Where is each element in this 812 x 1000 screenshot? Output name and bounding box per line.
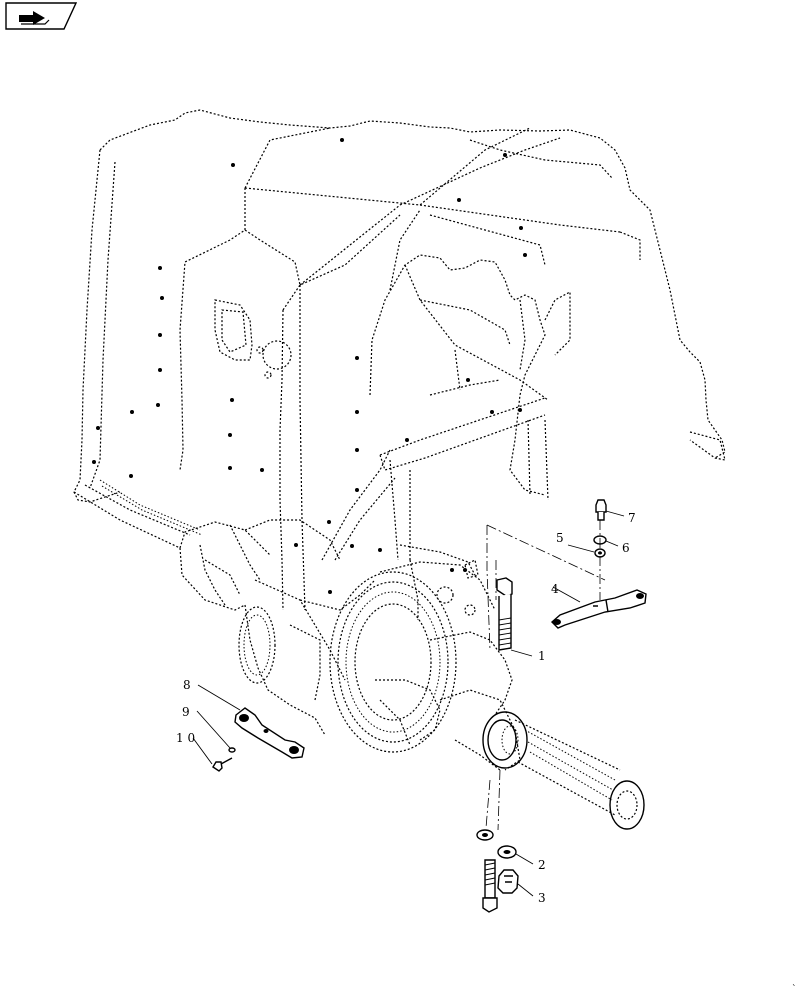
part-7-bolt xyxy=(595,499,607,521)
callout-2: 2 xyxy=(538,858,546,872)
callout-4: 4 xyxy=(551,582,559,596)
part-2-washer xyxy=(497,845,517,859)
callout-3: 3 xyxy=(538,891,546,905)
part-9-washer xyxy=(228,747,236,753)
part-8-link xyxy=(234,707,305,759)
part-3-nut xyxy=(497,869,519,894)
part-1-bolt xyxy=(496,577,513,651)
part-4-brace xyxy=(550,589,647,629)
axle-shaft xyxy=(482,711,645,830)
corner-mark: ` xyxy=(792,984,797,995)
assembly-centerlines xyxy=(485,520,606,831)
callout-labels: 1 2 3 4 5 6 7 8 9 1 0 xyxy=(176,511,636,905)
callout-7: 7 xyxy=(628,511,636,525)
callout-leaders xyxy=(192,510,625,897)
callout-10: 1 0 xyxy=(176,731,195,745)
navigation-arrow-button[interactable] xyxy=(5,2,77,30)
callout-9: 9 xyxy=(182,705,190,719)
callout-1: 1 xyxy=(538,649,546,663)
lower-washer xyxy=(476,829,494,841)
callout-8: 8 xyxy=(183,678,191,692)
axle-housing-ghost xyxy=(179,519,521,771)
callout-5: 5 xyxy=(556,531,564,545)
callout-6: 6 xyxy=(622,541,630,555)
arrow-right-icon xyxy=(19,11,50,25)
machine-frame-ghost xyxy=(73,109,726,611)
lower-bolt xyxy=(482,859,498,913)
part-10-bolt xyxy=(212,757,233,772)
